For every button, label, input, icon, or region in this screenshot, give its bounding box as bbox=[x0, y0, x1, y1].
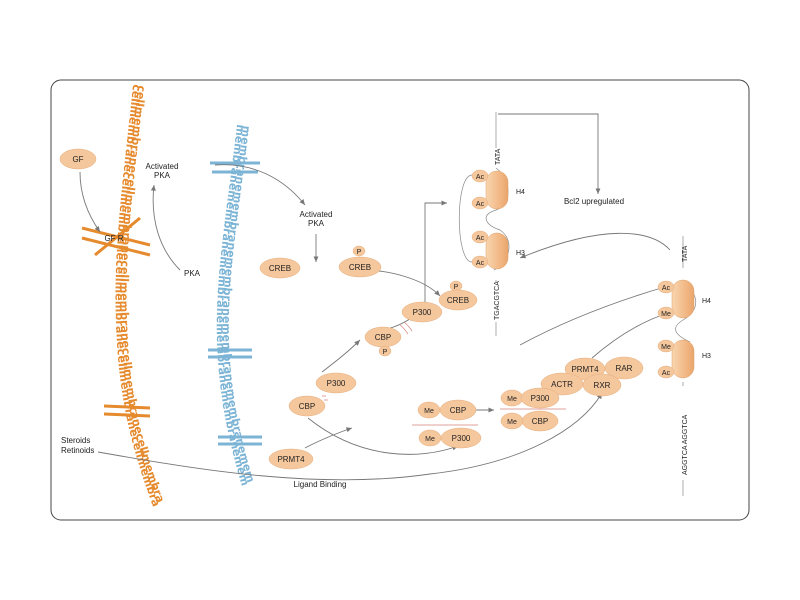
nucleosome-h4-creb: Ac Ac bbox=[471, 169, 509, 210]
p300-creb-complex: P CREB P300 bbox=[401, 280, 478, 323]
tgacgtca-label: TGACGTCA bbox=[494, 281, 501, 320]
svg-text:P300: P300 bbox=[327, 379, 346, 388]
svg-text:cellmembranecellmembranecellme: cellmembranecellmembranecellmembranecell… bbox=[1, 0, 162, 508]
nucleosome-h4-nr: Ac Me bbox=[657, 279, 695, 320]
ligand-binding-label: Ligand Binding bbox=[294, 480, 347, 489]
nucleosome-h3-creb: Ac Ac bbox=[471, 230, 509, 270]
svg-text:CREB: CREB bbox=[447, 296, 469, 305]
me-cbp-node: Me CBP bbox=[417, 399, 477, 421]
svg-text:P300: P300 bbox=[413, 308, 432, 317]
svg-text:Me: Me bbox=[661, 311, 671, 318]
steroids-label: Steroids bbox=[61, 436, 90, 445]
me-p300-node: Me P300 bbox=[418, 427, 482, 449]
cell-membrane-receptors bbox=[81, 216, 151, 418]
svg-text:Ac: Ac bbox=[476, 260, 485, 267]
svg-text:Ac: Ac bbox=[476, 174, 485, 181]
svg-text:CBP: CBP bbox=[450, 406, 466, 415]
svg-text:P: P bbox=[383, 349, 388, 356]
svg-text:CBP: CBP bbox=[299, 402, 315, 411]
nuclear-pores bbox=[208, 161, 262, 446]
tata-label-2: TATA bbox=[682, 245, 689, 262]
svg-text:RAR: RAR bbox=[616, 364, 633, 373]
svg-text:P: P bbox=[357, 249, 362, 256]
creb-phospho-node: P CREB bbox=[338, 245, 382, 278]
svg-text:Me: Me bbox=[507, 396, 517, 403]
gf-node: GF bbox=[59, 148, 97, 170]
bcl2-label: Bcl2 upregulated bbox=[564, 197, 624, 206]
bond-mark-2 bbox=[322, 395, 328, 401]
svg-text:P300: P300 bbox=[531, 394, 550, 403]
svg-text:Ac: Ac bbox=[476, 201, 485, 208]
creb-node: CREB bbox=[259, 257, 301, 279]
cbp-node: CBP bbox=[288, 395, 326, 417]
activated-pka-label-1b: PKA bbox=[154, 171, 171, 180]
arrows bbox=[79, 113, 671, 481]
activated-pka-label-1: Activated bbox=[146, 162, 179, 171]
svg-text:PRMT4: PRMT4 bbox=[277, 455, 305, 464]
aggtca-label: AGGTCA AGGTCA bbox=[682, 414, 689, 475]
svg-text:Me: Me bbox=[424, 408, 434, 415]
svg-text:CBP: CBP bbox=[532, 417, 548, 426]
nucleosome-h3-nr: Me Ac bbox=[657, 339, 695, 379]
retinoids-label: Retinoids bbox=[61, 446, 94, 455]
svg-text:Ac: Ac bbox=[662, 285, 671, 292]
coactivator-complex: PRMT4 RAR ACTR RXR Me P300 Me CBP bbox=[500, 356, 644, 432]
h4-label-1: H4 bbox=[516, 189, 525, 196]
svg-text:P300: P300 bbox=[452, 434, 471, 443]
h3-label-1: H3 bbox=[516, 250, 525, 257]
svg-text:RXR: RXR bbox=[594, 381, 611, 390]
cbp-phospho-node: CBP P bbox=[364, 326, 402, 357]
svg-text:Ac: Ac bbox=[662, 370, 671, 377]
svg-text:Me: Me bbox=[425, 436, 435, 443]
svg-text:PRMT4: PRMT4 bbox=[571, 365, 599, 374]
activated-pka-label-2: Activated bbox=[300, 210, 333, 219]
gfr-label: GF R bbox=[104, 234, 123, 243]
svg-text:ACTR: ACTR bbox=[551, 380, 573, 389]
p300-node: P300 bbox=[315, 372, 357, 394]
activated-pka-label-2b: PKA bbox=[308, 219, 325, 228]
svg-text:Me: Me bbox=[507, 419, 517, 426]
svg-text:CREB: CREB bbox=[269, 264, 291, 273]
diagram-frame bbox=[50, 79, 750, 521]
h3-label-2: H3 bbox=[702, 353, 711, 360]
svg-text:GF: GF bbox=[72, 155, 83, 164]
svg-text:P: P bbox=[454, 284, 459, 291]
pka-label: PKA bbox=[184, 269, 201, 278]
bond-mark-1 bbox=[399, 321, 413, 335]
svg-text:Me: Me bbox=[661, 344, 671, 351]
svg-text:CBP: CBP bbox=[375, 333, 391, 342]
h4-label-2: H4 bbox=[702, 298, 711, 305]
svg-text:CREB: CREB bbox=[349, 263, 371, 272]
tata-label-1: TATA bbox=[495, 148, 502, 165]
svg-text:Ac: Ac bbox=[476, 235, 485, 242]
prmt4-node: PRMT4 bbox=[268, 448, 314, 470]
